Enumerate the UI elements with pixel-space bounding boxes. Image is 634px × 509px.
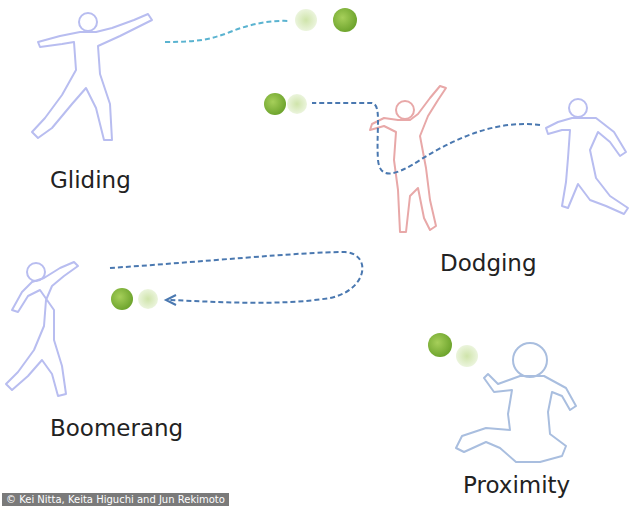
mode-label: Gliding <box>50 167 131 193</box>
mode-label: Boomerang <box>50 415 183 441</box>
mode-label: Dodging <box>440 250 537 276</box>
ball-trail <box>287 94 307 114</box>
ball-trail <box>138 289 158 309</box>
dodger-figure <box>370 86 446 232</box>
trajectory <box>165 21 290 42</box>
ball <box>264 93 286 115</box>
thrower-figure <box>32 13 152 140</box>
ball <box>111 288 133 310</box>
arrowhead <box>166 295 176 305</box>
baby-figure <box>456 343 576 462</box>
trajectory <box>312 103 540 174</box>
mode-label: Proximity <box>463 472 570 498</box>
copyright-note: © Kei Nitta, Keita Higuchi and Jun Rekim… <box>2 493 229 506</box>
ball <box>333 8 357 32</box>
ball-trail <box>295 9 317 31</box>
thrower-figure <box>6 262 78 396</box>
ball-trail <box>456 345 478 367</box>
thrower-figure <box>546 99 628 214</box>
ball <box>428 333 452 357</box>
